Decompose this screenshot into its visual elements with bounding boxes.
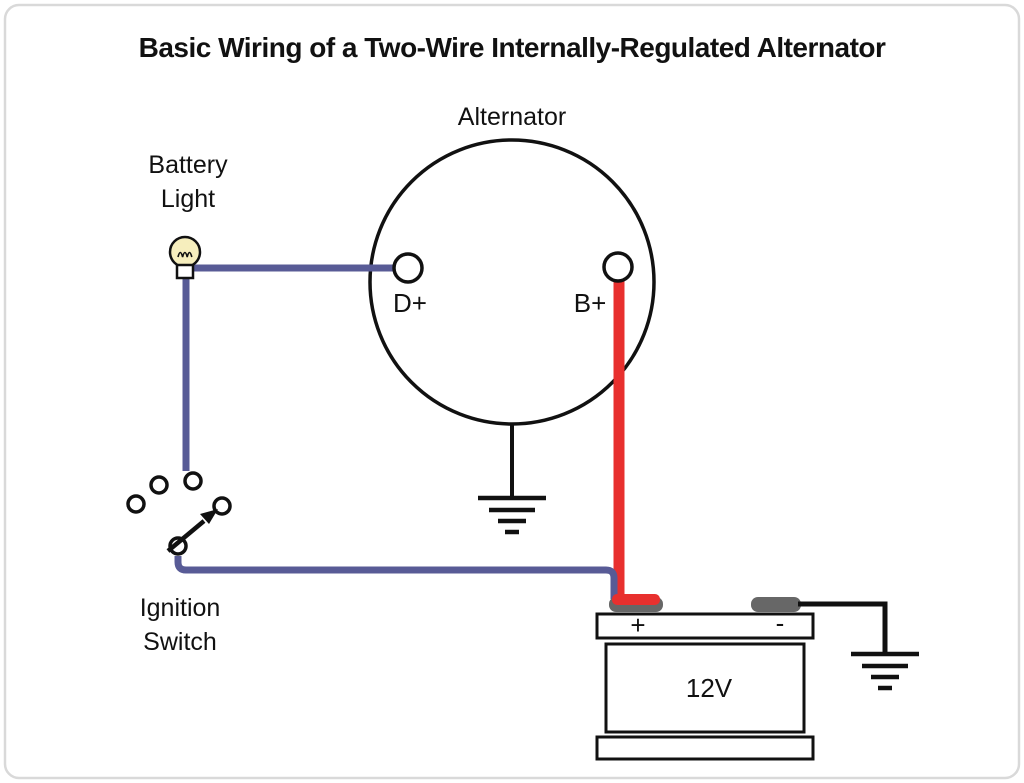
alternator-label: Alternator — [458, 103, 566, 131]
terminal-b-plus: B+ — [574, 251, 634, 318]
terminal-b-plus-label: B+ — [574, 288, 607, 318]
diagram-title: Basic Wiring of a Two-Wire Internally-Re… — [139, 32, 886, 63]
ignition-switch-label-line1: Ignition — [140, 594, 221, 622]
ignition-switch: Ignition Switch — [126, 471, 232, 656]
battery-positive-wire-lug — [612, 594, 660, 605]
alternator-ground — [478, 424, 546, 535]
switch-contact-4 — [212, 496, 232, 516]
battery-body — [604, 642, 806, 734]
battery-ground — [798, 601, 919, 691]
bulb-filament — [177, 251, 193, 258]
bulb-base — [175, 263, 195, 280]
switch-lever-arrowhead — [200, 509, 218, 524]
switch-contact-3 — [126, 494, 146, 514]
switch-contact-2 — [183, 471, 203, 491]
wire-switch-to-battery — [174, 556, 618, 599]
terminal-b-plus-circle — [602, 251, 634, 283]
battery-positive-label: + — [630, 610, 645, 640]
battery-negative-terminal — [751, 597, 801, 612]
terminal-d-plus-label: D+ — [393, 288, 427, 318]
battery-light-label-line1: Battery — [148, 151, 228, 179]
battery-negative-label: - — [776, 608, 785, 638]
switch-contact-1 — [149, 475, 169, 495]
bulb-icon — [168, 235, 202, 280]
battery-ground-wire — [798, 601, 888, 652]
battery-bottom-cap — [595, 735, 815, 761]
battery: + - 12V — [595, 594, 815, 761]
battery-voltage-label: 12V — [686, 673, 733, 703]
battery-light: Battery Light — [148, 151, 228, 280]
page-border — [3, 3, 1021, 780]
ignition-switch-label-line2: Switch — [143, 628, 217, 656]
battery-light-label-line2: Light — [161, 185, 215, 213]
battery-top-cap — [595, 612, 815, 640]
terminal-d-plus-circle — [392, 252, 424, 284]
terminal-d-plus: D+ — [392, 252, 427, 318]
switch-lever-arrow — [166, 519, 206, 553]
